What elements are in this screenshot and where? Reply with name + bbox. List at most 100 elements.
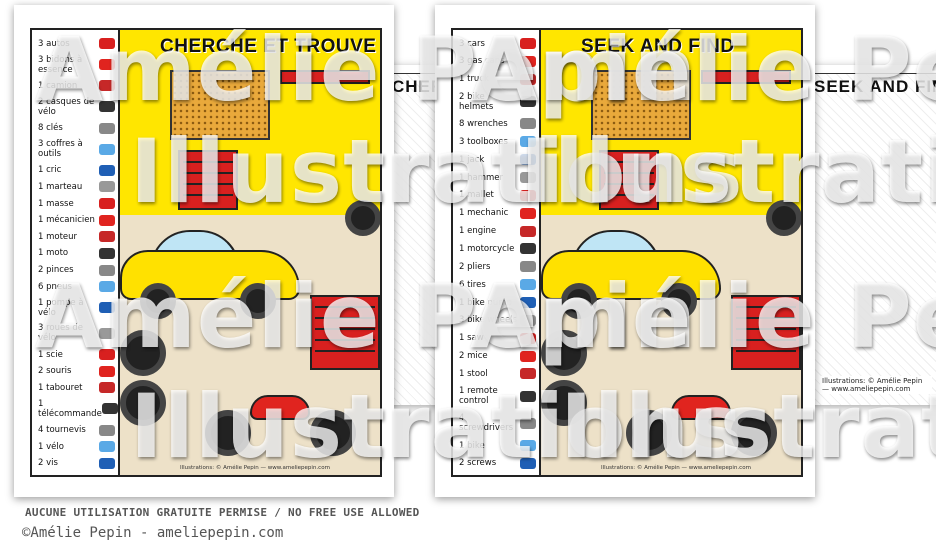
item-label: 1 mécanicien (38, 215, 95, 226)
item-icon (520, 55, 536, 67)
item-icon (520, 261, 536, 273)
back-poster-english: SEEK AND FIND Illustrations: © Amélie Pe… (800, 65, 936, 405)
item-icon (520, 279, 536, 291)
list-item: 3 bike wheels (459, 314, 536, 326)
list-item: 1 camion (38, 80, 115, 92)
list-item: 8 wrenches (459, 118, 536, 130)
list-item: 4 tournevis (38, 424, 115, 436)
garage-illustration: SEEK AND FIND Illustrations: © Amélie Pe… (541, 30, 801, 475)
item-label: 3 gas cans (459, 56, 505, 67)
item-icon (99, 231, 115, 243)
list-item: 1 stool (459, 368, 536, 380)
list-item: 3 bidons à essence (38, 55, 115, 75)
item-label: 1 télécommande (38, 398, 102, 419)
item-label: 1 cric (38, 165, 62, 176)
item-label: 1 scie (38, 349, 63, 360)
item-label: 3 cars (459, 38, 485, 49)
shelf (280, 70, 370, 84)
usage-notice: AUCUNE UTILISATION GRATUITE PERMISE / NO… (25, 506, 420, 519)
item-label: 1 stool (459, 368, 488, 379)
item-icon (99, 122, 115, 134)
item-icon (520, 368, 536, 380)
list-item: 3 cars (459, 38, 536, 49)
item-label: 1 camion (38, 80, 78, 91)
item-icon (99, 349, 115, 360)
item-icon (99, 101, 115, 113)
list-item: 1 motorcycle (459, 243, 536, 255)
item-label: 4 tournevis (38, 425, 86, 435)
garage-illustration: CHERCHE ET TROUVE Illustrations: © Améli… (120, 30, 380, 475)
item-icon (520, 417, 536, 429)
item-icon (99, 424, 115, 436)
list-item: 1 moteur (38, 231, 115, 243)
list-item: 1 télécommande (38, 398, 118, 419)
list-item: 2 bike helmets (459, 92, 536, 112)
list-item: 1 saw (459, 332, 536, 344)
item-icon (520, 207, 536, 219)
item-label: 1 engine (459, 226, 497, 237)
list-item: 1 bike (459, 440, 536, 452)
poster-title: CHERCHE ET TROUVE (160, 36, 377, 57)
yellow-car (541, 225, 726, 319)
item-icon (520, 457, 536, 469)
item-icon (99, 59, 115, 71)
item-icon (520, 243, 536, 255)
item-label: 1 moto (38, 248, 69, 259)
item-label: 2 vis (38, 458, 58, 469)
poster-french: 3 autos 3 bidons à essence 1 camion 2 casqu… (14, 5, 394, 497)
list-item: 4 screwdrivers (459, 413, 536, 433)
back-poster-credit: Illustrations: © Amélie Pepin — www.amel… (820, 376, 932, 394)
item-label: 1 vélo (38, 441, 64, 452)
item-label: 6 pneus (38, 281, 72, 292)
item-icon (99, 302, 115, 314)
list-item: 2 pinces (38, 264, 115, 276)
tire-icon (541, 380, 587, 426)
list-item: 1 vélo (38, 441, 115, 453)
list-item: 6 tires (459, 279, 536, 291)
item-label: 1 truck (459, 74, 489, 85)
list-item: 1 marteau (38, 181, 115, 193)
list-item: 2 mice (459, 350, 536, 362)
list-item: 2 casques de vélo (38, 97, 115, 117)
tire-icon (120, 380, 166, 426)
list-item: 2 pliers (459, 261, 536, 273)
item-list: 3 cars 3 gas cans 1 truck 2 bike helmets 8 w… (453, 30, 541, 475)
item-label: 3 autos (38, 38, 70, 49)
item-label: 2 screws (459, 458, 497, 469)
item-icon (99, 143, 115, 155)
list-item: 1 hammer (459, 172, 536, 184)
poster-credit: Illustrations: © Amélie Pepin — www.amel… (601, 465, 751, 471)
item-label: 1 moteur (38, 231, 78, 242)
item-icon (520, 118, 536, 130)
item-icon (99, 365, 115, 377)
list-item: 1 engine (459, 225, 536, 237)
item-label: 4 screwdrivers (459, 413, 514, 434)
tool-cabinet (310, 295, 380, 370)
back-poster-title: SEEK AND FIND (814, 77, 936, 96)
item-label: 1 bike pump (459, 297, 512, 308)
item-label: 6 tires (459, 279, 486, 290)
item-label: 1 masse (38, 198, 74, 209)
item-label: 2 mice (459, 351, 488, 362)
list-item: 1 pompe à vélo (38, 298, 115, 318)
list-item: 6 pneus (38, 281, 115, 293)
item-icon (101, 403, 118, 415)
item-label: 1 saw (459, 333, 484, 344)
item-icon (99, 80, 115, 92)
list-item: 1 tabouret (38, 382, 115, 394)
list-item: 1 mechanic (459, 207, 536, 219)
item-icon (520, 314, 536, 326)
item-icon (99, 382, 115, 394)
item-icon (99, 247, 115, 259)
yellow-car (120, 225, 305, 319)
item-label: 2 pliers (459, 261, 491, 272)
list-item: 1 remote control (459, 386, 536, 406)
list-item: 3 gas cans (459, 55, 536, 67)
list-item: 1 scie (38, 349, 115, 360)
list-item: 1 truck (459, 73, 536, 85)
list-item: 2 screws (459, 457, 536, 469)
item-label: 1 bike (459, 440, 485, 451)
item-label: 1 marteau (38, 181, 83, 192)
item-label: 1 motorcycle (459, 243, 515, 254)
item-list: 3 autos 3 bidons à essence 1 camion 2 casqu… (32, 30, 120, 475)
